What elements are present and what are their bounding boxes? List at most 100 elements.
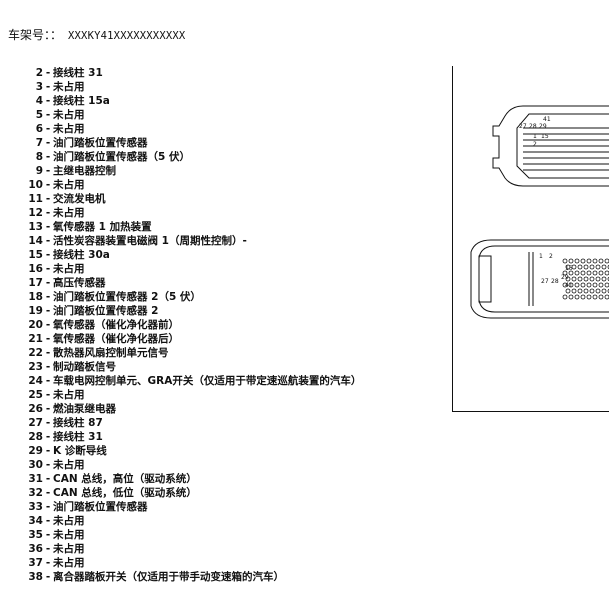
pin-number: 8: [35, 151, 43, 163]
pin-row: 7-油门踏板位置传感器: [0, 136, 148, 150]
connector-pin-hole: [595, 288, 601, 294]
connector-pin-hole: [574, 294, 580, 300]
pin-description: 车载电网控制单元、GRA开关（仅适用于带定速巡航装置的汽车）: [53, 375, 362, 387]
connector-pin-hole: [568, 258, 574, 264]
pin-number: 36: [28, 543, 43, 555]
pin-row: 21-氧传感器（催化净化器后）: [0, 332, 179, 346]
connector-pin-hole: [592, 294, 598, 300]
pin-description: 接线柱 31: [53, 431, 103, 443]
pin-description: 油门踏板位置传感器（5 伏）: [53, 151, 190, 163]
connector-pin-hole: [574, 270, 580, 276]
pin-description: 油门踏板位置传感器: [53, 137, 148, 149]
pin-number: 4: [35, 95, 43, 107]
pin-number: 33: [28, 501, 43, 513]
pin-description: 油门踏板位置传感器 2（5 伏）: [53, 291, 201, 303]
pin-separator: -: [45, 81, 51, 93]
pin-number: 15: [28, 249, 43, 261]
pin-separator: -: [45, 389, 51, 401]
pin-row: 23-制动踏板信号: [0, 360, 116, 374]
connector-pin-hole: [586, 270, 592, 276]
pin-number: 13: [28, 221, 43, 233]
connector-pin-hole: [589, 264, 595, 270]
pin-separator: -: [45, 319, 51, 331]
connector-pin-hole: [571, 276, 577, 282]
connector-pin-hole: [562, 282, 568, 288]
top-label-2: 2: [533, 141, 537, 148]
connector-pin-hole: [568, 294, 574, 300]
pin-number: 25: [28, 389, 43, 401]
pin-number: 2: [35, 67, 43, 79]
top-label-15: 15: [541, 133, 549, 140]
pin-number: 30: [28, 459, 43, 471]
connector-pin-hole: [571, 264, 577, 270]
pin-description: 交流发电机: [53, 193, 106, 205]
pin-separator: -: [45, 529, 51, 541]
bottom-connector-labels: 1 2 15 29 27 28 41: [539, 253, 573, 289]
connector-pin-hole: [583, 264, 589, 270]
pin-number: 3: [35, 81, 43, 93]
pin-number: 5: [35, 109, 43, 121]
pin-number: 23: [28, 361, 43, 373]
pin-row: 14-活性炭容器装置电磁阀 1（周期性控制）-: [0, 234, 246, 248]
bottom-connector: [470, 239, 609, 319]
pin-description: 未占用: [53, 543, 85, 555]
pin-row: 19-油门踏板位置传感器 2: [0, 304, 158, 318]
pin-number: 16: [28, 263, 43, 275]
pin-number: 17: [28, 277, 43, 289]
connector-pin-hole: [577, 264, 583, 270]
top-label-29: 29: [539, 123, 547, 130]
pin-number: 12: [28, 207, 43, 219]
connector-figure: 41 27 28 29 1 15 2 1 2 15 29 27 28 41: [452, 66, 609, 412]
pin-description: 接线柱 87: [53, 417, 103, 429]
bottom-label-15: 15: [565, 265, 573, 272]
pin-separator: -: [45, 571, 51, 583]
pin-number: 7: [35, 137, 43, 149]
pin-number: 6: [35, 123, 43, 135]
pin-description: 未占用: [53, 109, 85, 121]
pin-row: 18-油门踏板位置传感器 2（5 伏）: [0, 290, 201, 304]
pin-row: 31-CAN 总线，高位（驱动系统）: [0, 472, 196, 486]
connector-pin-hole: [592, 282, 598, 288]
pin-row: 28-接线柱 31: [0, 430, 103, 444]
bottom-label-2: 2: [549, 253, 553, 260]
connector-pin-hole: [565, 264, 571, 270]
pin-description: CAN 总线，低位（驱动系统）: [53, 487, 197, 499]
pin-separator: -: [45, 515, 51, 527]
pin-number: 24: [28, 375, 43, 387]
connector-pin-hole: [598, 258, 604, 264]
pin-description: 未占用: [53, 123, 85, 135]
pin-separator: -: [45, 445, 51, 457]
pin-row: 37-未占用: [0, 556, 85, 570]
vin-label: 车架号：：: [8, 28, 63, 42]
pin-number: 19: [28, 305, 43, 317]
pin-row: 25-未占用: [0, 388, 84, 402]
pin-separator: -: [45, 487, 51, 499]
connector-pin-hole: [586, 258, 592, 264]
pin-number: 26: [28, 403, 43, 415]
pin-description: 散热器风扇控制单元信号: [53, 347, 169, 359]
pin-row: 36-未占用: [0, 542, 85, 556]
connector-diagram: 41 27 28 29 1 15 2 1 2 15 29 27 28 41: [470, 105, 609, 319]
pin-row: 4-接线柱 15a: [0, 94, 110, 108]
bottom-label-41: 41: [565, 282, 573, 289]
pin-description: 接线柱 30a: [53, 249, 110, 261]
connector-pin-hole: [574, 258, 580, 264]
connector-pin-hole: [607, 264, 609, 270]
pin-description: 未占用: [53, 515, 85, 527]
pin-row: 9-主继电器控制: [0, 164, 116, 178]
bottom-connector-pins: [562, 258, 609, 300]
pin-row: 16-未占用: [0, 262, 84, 276]
pin-row: 29-K 诊断导线: [0, 444, 106, 458]
pin-row: 34-未占用: [0, 514, 85, 528]
pin-row: 6-未占用: [0, 122, 85, 136]
pin-row: 32-CAN 总线，低位（驱动系统）: [0, 486, 197, 500]
connector-pin-hole: [592, 258, 598, 264]
pin-description: 未占用: [53, 557, 85, 569]
connector-pin-hole: [589, 288, 595, 294]
pin-separator: -: [45, 361, 51, 373]
pin-separator: -: [45, 417, 51, 429]
pin-number: 20: [28, 319, 43, 331]
connector-pin-hole: [598, 270, 604, 276]
connector-pin-hole: [586, 282, 592, 288]
pin-description: 氧传感器 1 加热装置: [53, 221, 152, 233]
